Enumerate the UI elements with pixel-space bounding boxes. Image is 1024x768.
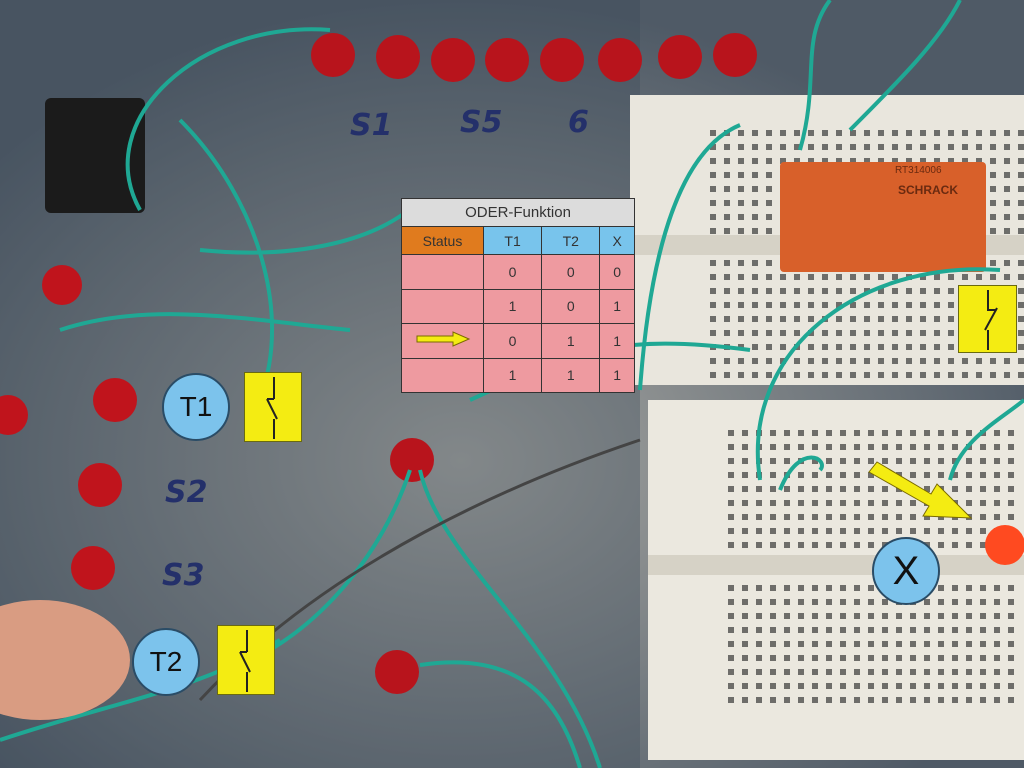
switch-no-icon bbox=[239, 630, 251, 692]
relay-model: RT314006 bbox=[895, 165, 942, 176]
switch-nc-icon bbox=[984, 290, 998, 350]
label-s2: S2 bbox=[165, 475, 208, 510]
rocker-switch bbox=[45, 98, 145, 213]
label-6: 6 bbox=[568, 105, 589, 140]
led-pointer-arrow-icon bbox=[868, 461, 973, 519]
header-x: X bbox=[599, 226, 635, 255]
status-arrow-icon bbox=[416, 331, 470, 348]
finger bbox=[0, 600, 130, 720]
label-s1: S1 bbox=[350, 108, 393, 143]
x-text: X bbox=[892, 548, 920, 593]
label-s3: S3 bbox=[162, 558, 205, 593]
label-s5: S5 bbox=[460, 105, 503, 140]
relay bbox=[780, 162, 986, 272]
red-led bbox=[985, 525, 1024, 565]
normally-open-switch-symbol-t1 bbox=[244, 372, 302, 442]
breadboard-bottom bbox=[648, 400, 1024, 760]
table-title: ODER-Funktion bbox=[401, 198, 635, 227]
t2-text: T2 bbox=[149, 646, 183, 677]
header-t2: T2 bbox=[541, 226, 601, 255]
t1-text: T1 bbox=[179, 391, 213, 422]
t1-label: T1 bbox=[162, 373, 230, 441]
header-t1: T1 bbox=[482, 226, 543, 255]
t2-label: T2 bbox=[132, 628, 200, 696]
relay-brand: SCHRACK bbox=[898, 183, 958, 197]
x-label: X bbox=[872, 537, 940, 605]
red-banana-sockets bbox=[311, 33, 757, 694]
header-status: Status bbox=[401, 226, 484, 255]
push-buttons bbox=[0, 265, 137, 590]
switch-no-icon bbox=[266, 377, 278, 439]
normally-open-switch-symbol-t2 bbox=[217, 625, 275, 695]
relay-contact-symbol bbox=[958, 285, 1017, 353]
